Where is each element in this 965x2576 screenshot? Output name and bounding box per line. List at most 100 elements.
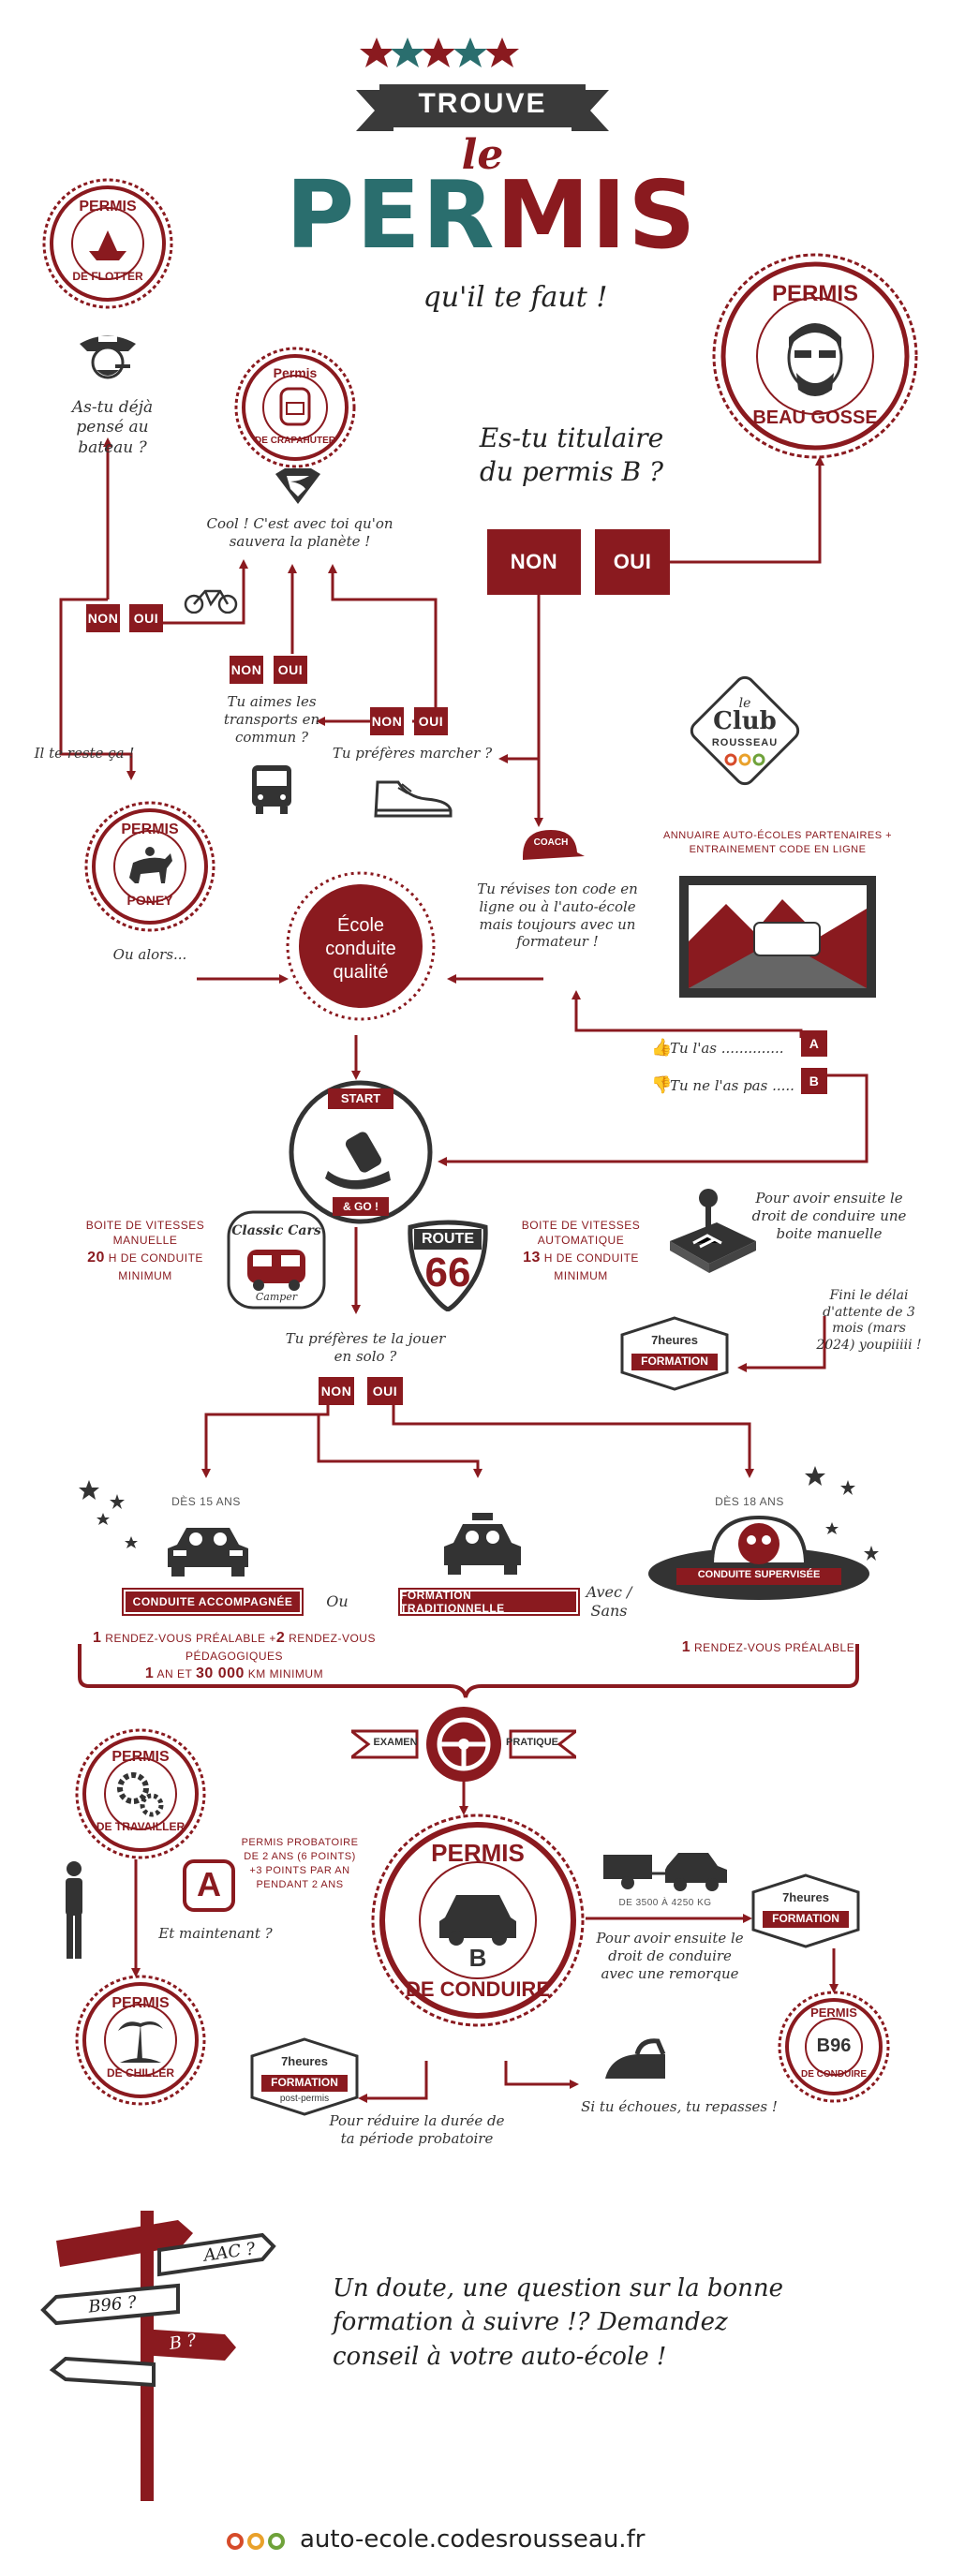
text-reste: Il te reste ça ! bbox=[34, 745, 135, 762]
seal-poney-bottom: PONEY bbox=[126, 893, 173, 908]
ecole-label: École conduite qualité bbox=[325, 915, 396, 983]
route-66-sign: ROUTE 66 bbox=[401, 1218, 495, 1312]
examen-label: EXAMEN bbox=[373, 1737, 418, 1748]
seal-travailler-bottom: DE TRAVAILLER bbox=[96, 1820, 186, 1833]
seal-chiller-top: PERMIS bbox=[111, 1995, 170, 2011]
main-non-button[interactable]: NON bbox=[487, 529, 581, 595]
boite-auto-1: BOITE DE VITESSES AUTOMATIQUE bbox=[521, 1219, 641, 1248]
text-marcher: Tu préfères marcher ? bbox=[332, 745, 493, 762]
seal-permis-travailler: PERMIS DE TRAVAILLER bbox=[75, 1728, 206, 1859]
seal-crapahuter-bottom: DE CRAPAHUTER bbox=[255, 436, 335, 446]
route-number: 66 bbox=[424, 1250, 471, 1295]
classic-cars-badge: Classic Cars Camper bbox=[225, 1208, 328, 1311]
label-oui-1[interactable]: OUI bbox=[129, 604, 163, 632]
iron-icon bbox=[600, 2037, 670, 2089]
title-top: TROUVE bbox=[418, 88, 547, 119]
classic-cars-name: Classic Cars bbox=[231, 1223, 321, 1238]
label-oui-3[interactable]: OUI bbox=[414, 707, 448, 735]
title-permis: PERMIS bbox=[286, 169, 695, 262]
online-screen bbox=[679, 876, 876, 998]
label-non-1[interactable]: NON bbox=[86, 604, 120, 632]
text-rdv-accompagnee: 1 RENDEZ-VOUS PRÉALABLE +2 RENDEZ-VOUS P… bbox=[66, 1628, 403, 1683]
label-non-2[interactable]: NON bbox=[230, 656, 263, 684]
post-label: FORMATION bbox=[271, 2076, 338, 2089]
coach-cap-icon: COACH bbox=[513, 824, 588, 871]
banner-ribbon-shape bbox=[356, 84, 609, 131]
formation-mid-hours: 7heures bbox=[651, 1333, 698, 1347]
ufo-label: CONDUITE SUPERVISÉE bbox=[697, 1569, 821, 1580]
start-label: START bbox=[328, 1088, 393, 1109]
club-rousseau-logo: le Club ROUSSEAU bbox=[684, 670, 806, 792]
boite-manuelle-hours: 20 bbox=[87, 1250, 105, 1266]
label-oui-2[interactable]: OUI bbox=[274, 656, 307, 684]
label-a[interactable]: A bbox=[801, 1030, 827, 1057]
route-label: ROUTE bbox=[422, 1231, 474, 1247]
text-ou: Ou bbox=[326, 1592, 349, 1610]
pratique-label: PRATIQUE bbox=[505, 1737, 559, 1748]
seal-conduire-letter: B bbox=[468, 1944, 487, 1972]
sneaker-icon bbox=[370, 773, 454, 820]
signpost-icon: AAC ? B96 ? B ? bbox=[37, 2192, 290, 2501]
text-avec-sans: Avec / Sans bbox=[586, 1583, 632, 1620]
footer-site-link[interactable]: auto-ecole.codesrousseau.fr bbox=[300, 2525, 646, 2554]
title-banner: TROUVE bbox=[356, 82, 609, 139]
text-remorque: Pour avoir ensuite le droit de conduire … bbox=[596, 1930, 744, 1982]
text-tu-las-pas: Tu ne l'as pas ..... bbox=[670, 1077, 794, 1094]
text-revises: Tu révises ton code en ligne ou à l'auto… bbox=[477, 881, 638, 951]
car-traditionnelle-icon bbox=[440, 1513, 525, 1578]
text-echoues: Si tu échoues, tu repasses ! bbox=[581, 2098, 778, 2115]
text-transports: Tu aimes les transports en commun ? bbox=[223, 693, 320, 746]
boite-auto-row: 13 H DE CONDUITE MINIMUM bbox=[520, 1248, 642, 1283]
main-oui-button[interactable]: OUI bbox=[595, 529, 670, 595]
bike-icon bbox=[183, 585, 239, 614]
text-probatoire: PERMIS PROBATOIRE DE 2 ANS (6 POINTS) +3… bbox=[241, 1837, 359, 1890]
title-sub: qu'il te faut ! bbox=[423, 281, 608, 314]
label-oui-solo[interactable]: OUI bbox=[367, 1377, 403, 1405]
boite-manuelle-row: 20 H DE CONDUITE MINIMUM bbox=[80, 1248, 211, 1283]
label-b[interactable]: B bbox=[801, 1068, 827, 1094]
seal-flotter-bottom: DE FLOTTER bbox=[72, 270, 143, 283]
seal-permis-chiller: PERMIS DE CHILLER bbox=[75, 1975, 206, 2106]
thumb-up-icon: 👍 bbox=[651, 1038, 673, 1057]
seal-chiller-bottom: DE CHILLER bbox=[107, 2066, 174, 2080]
formation-traditionnelle-bar[interactable]: FORMATION TRADITIONNELLE bbox=[398, 1588, 580, 1616]
conduite-accompagnee-bar[interactable]: CONDUITE ACCOMPAGNÉE bbox=[122, 1588, 304, 1616]
seal-permis-crapahuter: Permis DE CRAPAHUTER bbox=[234, 347, 356, 468]
seal-b96-top: PERMIS bbox=[810, 2006, 857, 2020]
text-reduire: Pour réduire la durée de ta période prob… bbox=[329, 2112, 505, 2147]
an-km-n1: 1 bbox=[144, 1665, 155, 1681]
post-sub: post-permis bbox=[279, 2094, 330, 2104]
permis-a-letter: A bbox=[197, 1865, 221, 1903]
car-accompagnee-icon bbox=[164, 1522, 253, 1578]
ufo-supervisee-icon: CONDUITE SUPERVISÉE bbox=[646, 1508, 871, 1611]
label-non-solo[interactable]: NON bbox=[319, 1377, 354, 1405]
label-non-3[interactable]: NON bbox=[370, 707, 404, 735]
title-mis: MIS bbox=[496, 160, 698, 270]
an-km-t2: KM MINIMUM bbox=[247, 1666, 324, 1680]
seal-beau-gosse-top: PERMIS bbox=[771, 281, 858, 306]
club-club: Club bbox=[713, 707, 777, 735]
an-km-t1: AN ET bbox=[156, 1666, 193, 1680]
rdv-acc-t1: RENDEZ-VOUS PRÉALABLE + bbox=[105, 1632, 276, 1645]
text-doute: Un doute, une question sur la bonne form… bbox=[333, 2274, 784, 2371]
seal-flotter-top: PERMIS bbox=[79, 199, 137, 215]
rdv-acc-n2: 2 bbox=[275, 1630, 286, 1646]
rdv-acc-t2: RENDEZ-VOUS PÉDAGOGIQUES bbox=[185, 1632, 376, 1663]
post-hours: 7heures bbox=[281, 2054, 328, 2068]
car-trailer-icon bbox=[600, 1845, 731, 1892]
seal-permis-conduire: PERMIS B DE CONDUIRE bbox=[370, 1813, 586, 2028]
seal-travailler-top: PERMIS bbox=[111, 1749, 170, 1765]
bus-icon bbox=[248, 763, 295, 815]
man-standing-icon bbox=[58, 1859, 90, 1962]
seal-permis-b96: PERMIS B96 DE CONDUIRE bbox=[778, 1991, 890, 2103]
rdv-acc-line1: 1 RENDEZ-VOUS PRÉALABLE +2 RENDEZ-VOUS P… bbox=[66, 1628, 403, 1664]
examen-pratique-banner: EXAMEN PRATIQUE bbox=[347, 1705, 581, 1784]
go-label: & GO ! bbox=[333, 1197, 389, 1216]
seal-permis-poney: PERMIS PONEY bbox=[84, 801, 215, 932]
seal-permis-beau-gosse: PERMIS BEAU GOSSE bbox=[712, 253, 918, 459]
boite-auto-hours: 13 bbox=[523, 1250, 541, 1266]
text-boite-auto: BOITE DE VITESSES AUTOMATIQUE 13 H DE CO… bbox=[520, 1218, 642, 1283]
club-rousseau: ROUSSEAU bbox=[711, 737, 779, 748]
text-cool: Cool ! C'est avec toi qu'on sauvera la p… bbox=[206, 515, 393, 550]
text-fini: Fini le délai d'attente de 3 mois (mars … bbox=[816, 1288, 922, 1353]
